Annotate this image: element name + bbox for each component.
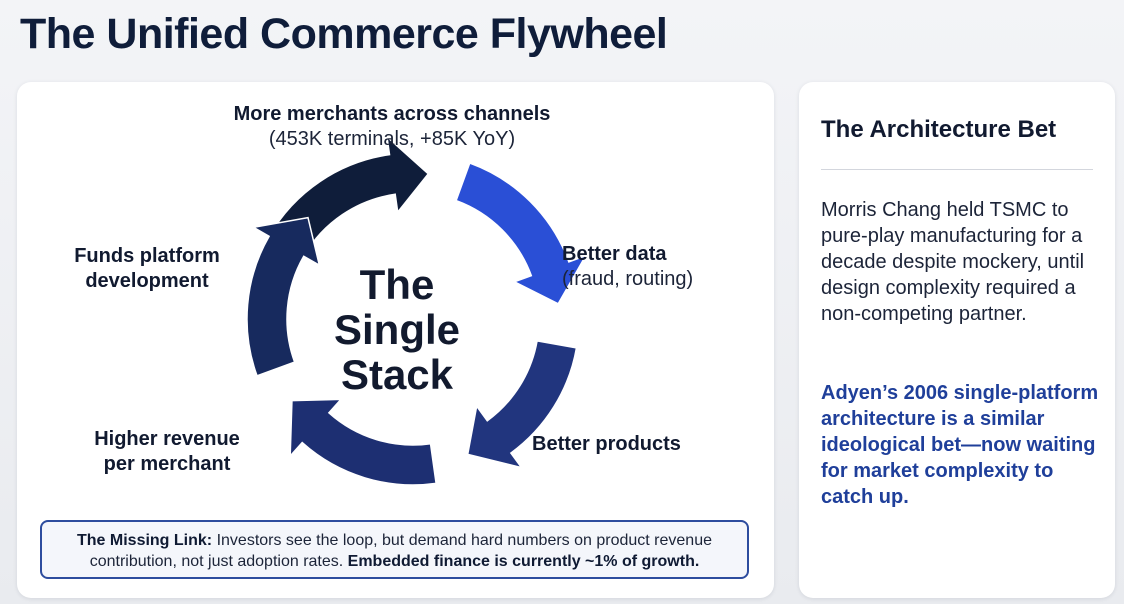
page-title: The Unified Commerce Flywheel [20,10,668,58]
node-funds-platform-line1: Funds platform [74,245,220,267]
center-line-3: Stack [340,351,454,398]
missing-link-callout: The Missing Link: Investors see the loop… [40,520,749,579]
node-better-products-title: Better products [532,433,681,455]
node-better-data-title: Better data [562,243,667,265]
architecture-bet-card: The Architecture Bet Morris Chang held T… [799,82,1115,598]
node-funds-platform-line2: development [85,270,209,292]
node-better-data-detail: (fraud, routing) [562,268,694,290]
missing-link-emphasis: Embedded finance is currently ~1% of gro… [347,553,700,570]
sidebar-title: The Architecture Bet [821,116,1057,143]
arrow-funds-to-merchants [246,216,321,377]
node-better-products: Better products [532,432,712,457]
arrow-revenue-to-funds [289,398,437,486]
node-more-merchants: More merchants across channels (453K ter… [212,102,572,152]
node-higher-revenue-line2: per merchant [103,453,231,475]
node-funds-platform: Funds platform development [47,244,247,294]
arrow-data-to-products [455,162,588,305]
center-line-1: The [359,261,435,308]
flywheel-card: More merchants across channels (453K ter… [17,82,774,598]
node-better-data: Better data (fraud, routing) [562,242,712,292]
node-more-merchants-detail: (453K terminals, +85K YoY) [268,128,516,150]
node-higher-revenue: Higher revenue per merchant [72,427,262,477]
node-higher-revenue-line1: Higher revenue [94,428,240,450]
arrow-products-to-revenue [466,340,578,469]
flywheel-diagram [246,134,588,486]
missing-link-text: Investors see the loop, but demand hard … [89,532,712,570]
sidebar-highlight: Adyen’s 2006 single-platform architectur… [821,382,1099,508]
sidebar-divider [821,169,1093,170]
sidebar-body: Morris Chang held TSMC to pure-play manu… [821,199,1085,325]
node-more-merchants-title: More merchants across channels [233,103,551,125]
missing-link-label: The Missing Link: [77,532,213,549]
center-line-2: Single [333,306,461,353]
flywheel-center-label: The Single Stack [277,262,517,397]
